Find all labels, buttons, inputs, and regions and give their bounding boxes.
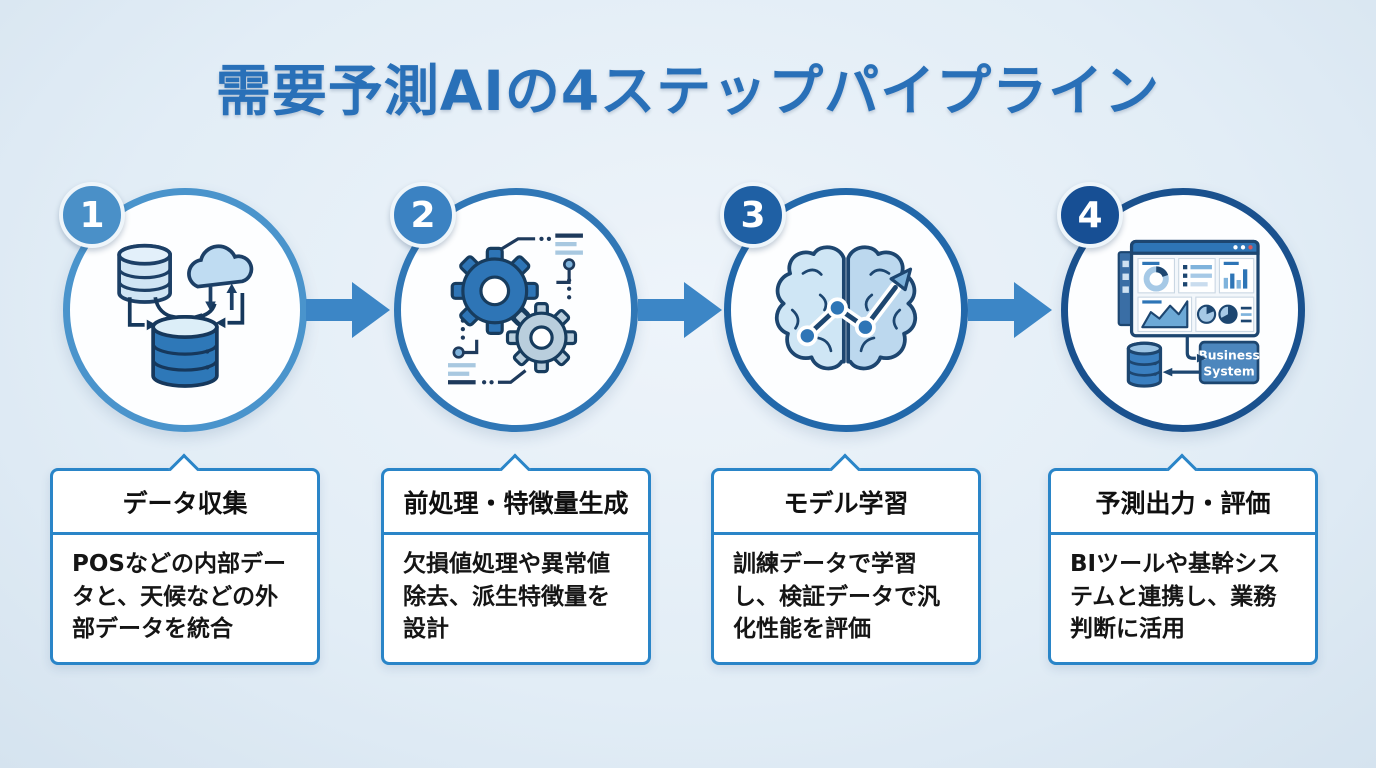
gears-preprocessing-icon xyxy=(431,225,601,395)
step-4-number-badge: 4 xyxy=(1057,182,1123,248)
page-title: 需要予測AIの4ステップパイプライン xyxy=(215,59,1161,123)
step-4-card-title: 予測出力・評価 xyxy=(1051,471,1315,535)
step-4-number: 4 xyxy=(1077,194,1103,236)
flow-arrow-2-icon xyxy=(638,280,722,340)
step-3-number-badge: 3 xyxy=(720,182,786,248)
step-4-card: 予測出力・評価 BIツールや基幹システムと連携し、業務判断に活用 xyxy=(1048,453,1318,665)
step-2-card-title: 前処理・特徴量生成 xyxy=(384,471,648,535)
step-3-card: モデル学習 訓練データで学習し、検証データで汎化性能を評価 xyxy=(711,453,981,665)
step-2-card-body: 欠損値処理や異常値除去、派生特徴量を設計 xyxy=(403,551,610,643)
step-3-circle xyxy=(724,188,968,432)
step-3-number: 3 xyxy=(740,194,766,236)
step-2-number: 2 xyxy=(410,194,436,236)
flow-arrow-3-icon xyxy=(968,280,1052,340)
step-1-card: データ収集 POSなどの内部データと、天候などの外部データを統合 xyxy=(50,453,320,665)
data-collection-icon xyxy=(100,225,270,395)
step-3-card-title: モデル学習 xyxy=(714,471,978,535)
step-3-card-body: 訓練データで学習し、検証データで汎化性能を評価 xyxy=(733,551,940,643)
step-2-number-badge: 2 xyxy=(390,182,456,248)
business-system-label-line2: System xyxy=(1203,364,1254,378)
step-4: Business System 4 予測出力・評価 BIツールや基幹システムと連… xyxy=(1048,182,1318,665)
step-2-card: 前処理・特徴量生成 欠損値処理や異常値除去、派生特徴量を設計 xyxy=(381,453,651,665)
step-1-card-body: POSなどの内部データと、天候などの外部データを統合 xyxy=(72,551,286,643)
business-system-label-line1: Business xyxy=(1198,348,1259,362)
step-4-circle: Business System xyxy=(1061,188,1305,432)
step-1-number-badge: 1 xyxy=(59,182,125,248)
step-3: 3 モデル学習 訓練データで学習し、検証データで汎化性能を評価 xyxy=(711,182,981,665)
step-4-card-body: BIツールや基幹システムと連携し、業務判断に活用 xyxy=(1070,551,1281,643)
step-1-circle xyxy=(63,188,307,432)
step-1-number: 1 xyxy=(79,194,105,236)
step-1: 1 データ収集 POSなどの内部データと、天候などの外部データを統合 xyxy=(50,182,320,665)
step-2: 2 前処理・特徴量生成 欠損値処理や異常値除去、派生特徴量を設計 xyxy=(381,182,651,665)
flow-arrow-1-icon xyxy=(306,280,390,340)
step-1-card-title: データ収集 xyxy=(53,471,317,535)
dashboard-output-icon: Business System xyxy=(1093,224,1273,396)
brain-training-icon xyxy=(760,224,932,396)
